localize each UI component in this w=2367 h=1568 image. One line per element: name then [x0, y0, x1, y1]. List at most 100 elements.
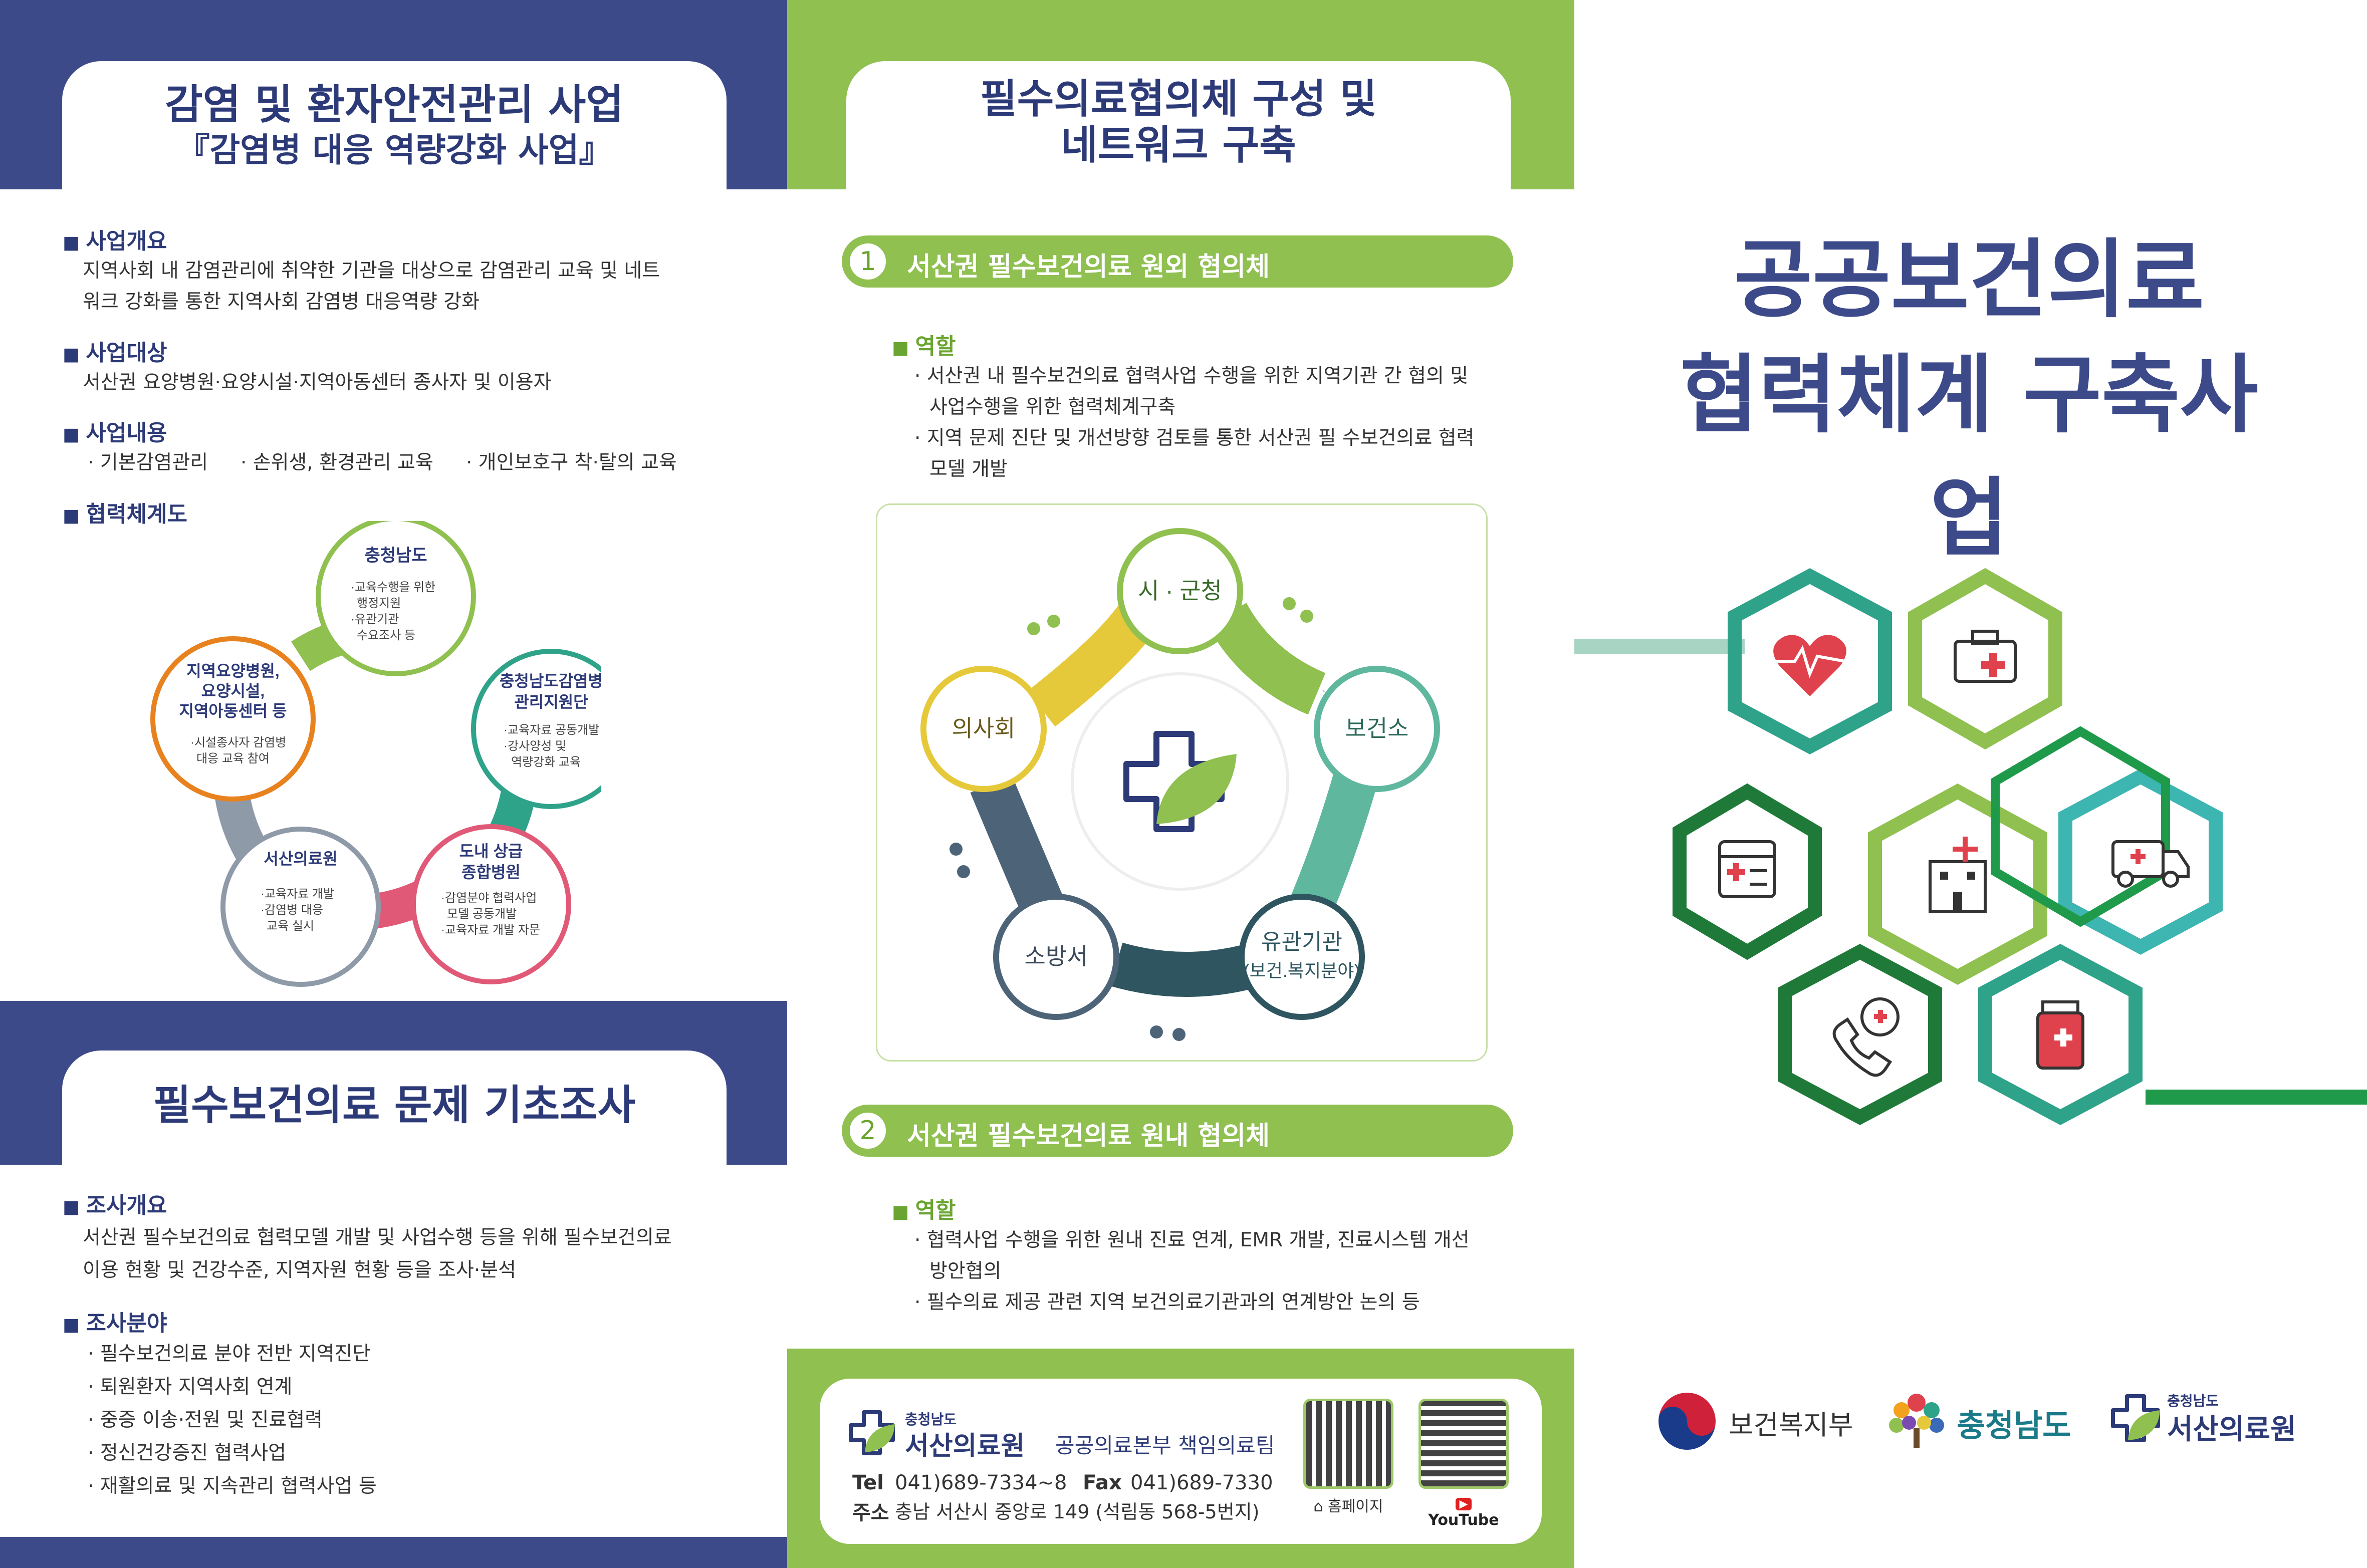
- first-aid-kit-icon: [1954, 630, 2017, 683]
- node-title: 지역아동센터 등: [179, 702, 287, 720]
- contact-card: 충청남도 서산의료원 공공의료본부 책임의료팀 Tel 041)689-7334…: [820, 1379, 1542, 1544]
- survey-field-item: · 재활의료 및 지속관리 협력사업 등: [88, 1475, 377, 1497]
- youtube-qr-code[interactable]: [1418, 1399, 1509, 1489]
- hex-firstaid: [1908, 568, 2062, 750]
- node-title: 관리지원단: [514, 693, 588, 711]
- left-panel-title: 감염 및 환자안전관리 사업: [165, 81, 624, 129]
- survey-field-item: · 퇴원환자 지역사회 연계: [88, 1376, 293, 1398]
- tel-label: Tel: [852, 1471, 884, 1494]
- survey-field-item: · 중증 이송·전원 및 진료협력: [88, 1409, 323, 1431]
- node-title: 도내 상급: [459, 842, 523, 860]
- hex-ambulance: [2058, 768, 2223, 955]
- node-seosan-medical: 서산의료원 ·교육자료 개발 ·감염병 대응 교육 실시: [220, 827, 381, 987]
- footer-org-small: 충청남도: [905, 1411, 957, 1428]
- survey-title: 필수보건의료 문제 기초조사: [153, 1082, 636, 1129]
- survey-line-2: 이용 현황 및 건강수준, 지역자원 현황 등을 조사·분석: [83, 1259, 517, 1281]
- survey-field-heading: 조사분야: [63, 1305, 167, 1337]
- node-title: 지역요양병원,: [186, 662, 280, 680]
- survey-title-tab: 필수보건의료 문제 기초조사: [56, 1044, 733, 1165]
- ambulance-icon: [2111, 840, 2190, 888]
- node-line: ·감염분야 협력사업: [441, 891, 537, 905]
- node-label: 유관기관: [1261, 930, 1342, 954]
- middle-title-line-1: 필수의료협의체 구성 및: [980, 76, 1377, 122]
- node-line: ·교육자료 공동개발: [504, 723, 599, 737]
- seosan-logo-text: 서산의료원: [2167, 1413, 2296, 1446]
- hex-heart: [1728, 568, 1892, 754]
- center-cross-logo: [1123, 731, 1237, 832]
- hexagon-icon-graphic: [1574, 568, 2367, 1125]
- link-slate: [970, 775, 1067, 923]
- node-line: 역량강화 교육: [511, 755, 581, 769]
- network-diagram-frame: [876, 503, 1488, 1062]
- node-care-facilities: 지역요양병원, 요양시설, 지역아동센터 등 ·시설종사자 감염병 대응 교육 …: [150, 636, 316, 802]
- node-line: ·교육수행을 위한: [351, 581, 435, 594]
- youtube-icon: ▶: [1455, 1498, 1472, 1510]
- role-heading-2: 역할: [892, 1192, 956, 1224]
- section-1-title: 서산권 필수보건의료 원외 협의체: [907, 252, 1270, 282]
- left-footer-band: [0, 1537, 787, 1568]
- node-line: ·강사양성 및: [504, 739, 566, 753]
- node-chungnam: 충청남도 ·교육수행을 위한 행정지원 ·유관기관 수요조사 등: [316, 521, 476, 676]
- qr1-label: 홈페이지: [1328, 1498, 1383, 1515]
- homepage-qr-code[interactable]: [1303, 1399, 1393, 1489]
- node-line: ·시설종사자 감염병: [190, 736, 286, 749]
- network-diagram: 시 · 군청 보건소 유관기관 (보건.복지분야) 소방서 의사회: [920, 528, 1440, 1041]
- hospital-building-icon: [1929, 837, 1987, 913]
- link-darkteal: [1110, 942, 1263, 997]
- role2-line: · 협력사업 수행을 위한 원내 진료 연계, EMR 개발, 진료시스템 개선: [914, 1229, 1470, 1251]
- seosan-logo-small: 충청남도: [2167, 1393, 2219, 1409]
- node-title: 충청남도감염병: [500, 672, 601, 690]
- content-item: · 개인보호구 착·탈의 교육: [466, 451, 677, 474]
- survey-overview-heading: 조사개요: [63, 1187, 167, 1219]
- section-1-pill: 1 서산권 필수보건의료 원외 협의체: [842, 235, 1513, 288]
- calendar-icon: [1718, 840, 1776, 898]
- cover-title-line-1: 공공보건의료: [1734, 230, 2205, 330]
- node-label: 의사회: [952, 715, 1016, 741]
- node-fire-station: 소방서: [993, 894, 1119, 1020]
- node-related-orgs: 유관기관 (보건.복지분야): [1239, 894, 1365, 1020]
- node-line: ·유관기관: [351, 613, 399, 626]
- hex-medicine: [1978, 944, 2143, 1125]
- address-text: 충남 서산시 중앙로 149 (석림동 568-5번지): [895, 1501, 1260, 1523]
- chungnam-logo-text: 충청남도: [1957, 1407, 2071, 1444]
- role1-line: 사업수행을 위한 협력체계구축: [929, 396, 1176, 418]
- section-2-title: 서산권 필수보건의료 원내 협의체: [907, 1121, 1270, 1151]
- node-infection-center: 충청남도감염병 관리지원단 ·교육자료 공동개발 ·강사양성 및 역량강화 교육: [471, 649, 601, 809]
- node-line: 모델 공동개발: [447, 907, 517, 921]
- node-title: 종합병원: [461, 863, 521, 881]
- node-line: 교육 실시: [267, 919, 314, 933]
- left-panel-subtitle: 『감염병 대응 역량강화 사업』: [176, 131, 612, 169]
- content-heading: 사업내용: [63, 415, 167, 447]
- youtube-label: ▶ YouTube: [1418, 1494, 1509, 1529]
- link-teal: [1291, 767, 1379, 913]
- footer-org-dept: 공공의료본부 책임의료팀: [1055, 1433, 1275, 1458]
- role1-line: · 지역 문제 진단 및 개선방향 검토를 통한 서산권 필 수보건의료 협력: [914, 427, 1475, 449]
- role1-line: 모델 개발: [929, 458, 1008, 480]
- node-line: 수요조사 등: [357, 629, 415, 642]
- node-line: ·감염병 대응: [261, 903, 323, 917]
- content-item: · 기본감염관리: [88, 451, 208, 474]
- address-label: 주소: [852, 1501, 889, 1524]
- section-1-number: 1: [847, 240, 889, 283]
- node-line: ·교육자료 개발 자문: [441, 923, 540, 937]
- middle-title-tab: 필수의료협의체 구성 및 네트워크 구축: [840, 55, 1517, 189]
- overview-line-1: 지역사회 내 감염관리에 취약한 기관을 대상으로 감염관리 교육 및 네트: [83, 259, 660, 282]
- role-heading-1: 역할: [892, 328, 956, 360]
- node-label: 소방서: [1025, 943, 1088, 969]
- section-2-pill: 2 서산권 필수보건의료 원내 협의체: [842, 1105, 1513, 1157]
- overview-heading: 사업개요: [63, 223, 167, 255]
- survey-field-item: · 정신건강증진 협력사업: [88, 1442, 286, 1464]
- survey-field-item: · 필수보건의료 분야 전반 지역진단: [88, 1343, 371, 1365]
- overview-line-2: 워크 강화를 통한 지역사회 감염병 대응역량 강화: [83, 291, 480, 313]
- chungnam-logo-icon: [1889, 1394, 1944, 1448]
- korea-gov-emblem-icon: [1658, 1392, 1717, 1451]
- home-icon: ⌂: [1313, 1498, 1323, 1515]
- node-medical-association: 의사회: [920, 666, 1047, 792]
- node-line: ·교육자료 개발: [261, 887, 334, 901]
- node-title: 서산의료원: [264, 850, 337, 868]
- middle-title-line-2: 네트워크 구축: [1061, 122, 1296, 168]
- section-2-number: 2: [847, 1110, 889, 1152]
- fax-label: Fax: [1083, 1471, 1122, 1494]
- node-line: 행정지원: [357, 597, 401, 610]
- ministry-logo-text: 보건복지부: [1729, 1409, 1853, 1441]
